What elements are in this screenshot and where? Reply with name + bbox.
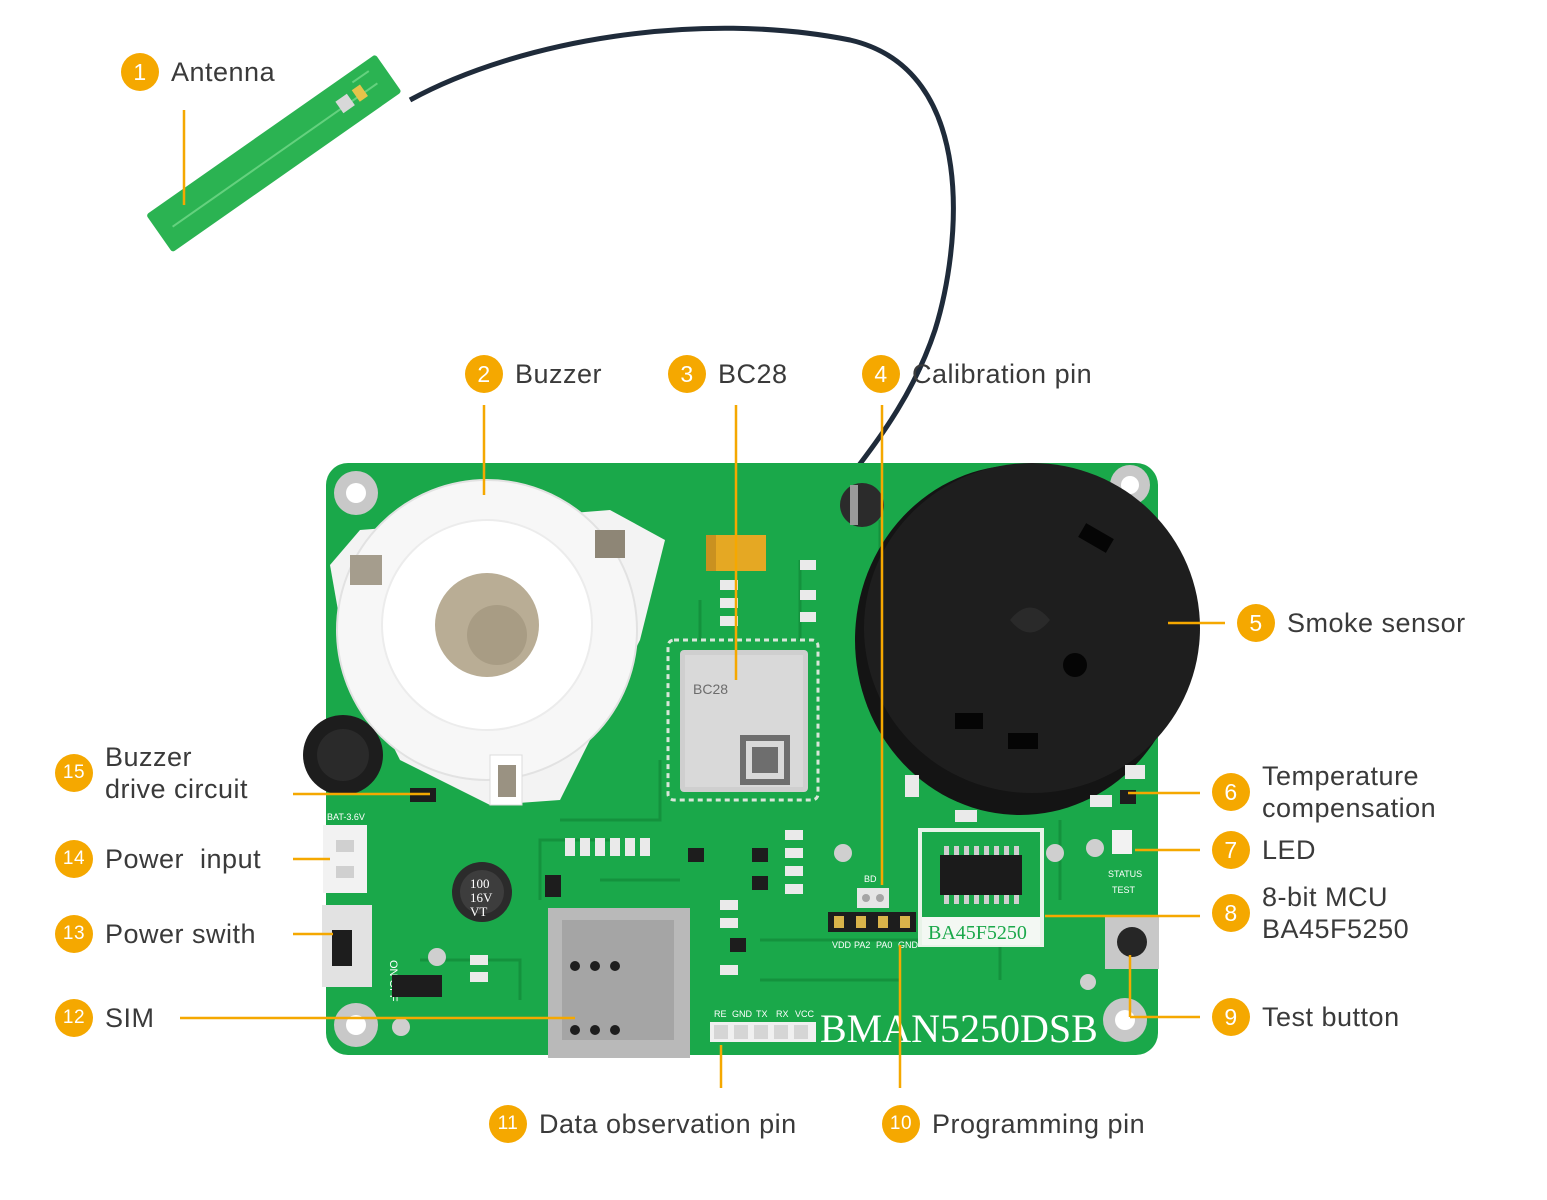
- mcu-area: BA45F5250: [918, 828, 1044, 947]
- smd-parts: [470, 560, 1145, 982]
- callout-text-calibration-pin: Calibration pin: [912, 359, 1093, 389]
- callout-programming-pin: 10 Programming pin: [882, 1105, 1145, 1143]
- programming-header: [828, 912, 916, 932]
- callout-number-10: 10: [882, 1105, 920, 1143]
- callout-power-switch: 13 Power swith: [55, 915, 256, 953]
- callout-text-data-observation-pin: Data observation pin: [539, 1109, 797, 1139]
- callout-led: 7 LED: [1212, 831, 1316, 869]
- callout-number-14: 14: [55, 840, 93, 878]
- callout-number-6: 6: [1212, 773, 1250, 811]
- callout-text-drive-line2: drive circuit: [105, 774, 249, 804]
- antenna-strip: [147, 55, 401, 252]
- board-model-silk: BMAN5250DSB: [820, 1006, 1098, 1051]
- callout-power-input: 14 Power input: [55, 840, 261, 878]
- callout-text-buzzer: Buzzer: [515, 359, 603, 389]
- leader-lines: [180, 110, 1225, 1088]
- callout-number-11: 11: [489, 1105, 527, 1143]
- mcu-marking: BA45F5250: [928, 922, 1027, 944]
- data-pin-1: RE: [714, 1009, 727, 1019]
- callout-sim: 12 SIM: [55, 999, 155, 1037]
- prog-pin-4: GND: [898, 940, 919, 950]
- module-marking: BC28: [693, 681, 728, 697]
- callout-text-programming-pin: Programming pin: [932, 1109, 1146, 1139]
- callout-buzzer: 2 Buzzer: [465, 355, 602, 393]
- test-silk: TEST: [1112, 885, 1136, 895]
- test-points: [392, 839, 1104, 1036]
- callout-text-mcu-line2: BA45F5250: [1262, 914, 1410, 944]
- callout-number-15: 15: [55, 754, 93, 792]
- callout-text-power-switch: Power swith: [105, 919, 257, 949]
- callout-number-1: 1: [121, 53, 159, 91]
- top-capacitor: [840, 483, 884, 527]
- pcb-traces: [420, 520, 1062, 1000]
- cap-marking-2: 16V: [470, 890, 493, 905]
- data-pin-2: GND: [732, 1009, 753, 1019]
- callout-bc28: 3 BC28: [668, 355, 788, 393]
- cap-marking-3: VT: [470, 904, 487, 919]
- callout-number-9: 9: [1212, 998, 1250, 1036]
- callout-number-7: 7: [1212, 831, 1250, 869]
- bc28-module: BC28: [666, 638, 820, 802]
- callout-text-smoke-sensor: Smoke sensor: [1287, 608, 1466, 638]
- callout-number-4: 4: [862, 355, 900, 393]
- test-button: [1105, 915, 1159, 969]
- led: [1112, 830, 1132, 854]
- callout-number-8: 8: [1212, 894, 1250, 932]
- callout-data-observation-pin: 11 Data observation pin: [489, 1105, 797, 1143]
- smoke-sensor: [855, 463, 1200, 815]
- callout-text-test-button: Test button: [1262, 1002, 1400, 1032]
- callout-text-antenna: Antenna: [171, 57, 276, 87]
- cap-marking-1: 100: [470, 876, 490, 891]
- callout-number-5: 5: [1237, 604, 1275, 642]
- callout-text-led: LED: [1262, 835, 1317, 865]
- power-switch: [322, 905, 372, 987]
- data-pin-4: RX: [776, 1009, 789, 1019]
- data-pin-3: TX: [756, 1009, 768, 1019]
- callout-text-power-input: Power input: [105, 844, 262, 874]
- callout-smoke-sensor: 5 Smoke sensor: [1237, 604, 1466, 642]
- callout-number-3: 3: [668, 355, 706, 393]
- callout-text-drive-line1: Buzzer: [105, 742, 193, 772]
- prog-pin-2: PA2: [854, 940, 870, 950]
- calibration-pins: [857, 888, 889, 908]
- data-pin-5: VCC: [795, 1009, 815, 1019]
- power-connector: [323, 825, 367, 893]
- callout-text-bc28: BC28: [718, 359, 788, 389]
- antenna-cable: [408, 25, 956, 522]
- callout-number-12: 12: [55, 999, 93, 1037]
- callout-text-sim: SIM: [105, 1003, 155, 1033]
- prog-pin-3: PA0: [876, 940, 892, 950]
- callout-calibration-pin: 4 Calibration pin: [862, 355, 1092, 393]
- sim-holder: [548, 908, 690, 1058]
- callout-text-temp-line2: compensation: [1262, 793, 1437, 823]
- smd-dark-parts: [392, 788, 1136, 997]
- buzzer: [330, 479, 665, 806]
- callout-text-temp-line1: Temperature: [1262, 761, 1420, 791]
- data-pins: [710, 1022, 816, 1042]
- callout-test-button: 9 Test button: [1212, 998, 1400, 1036]
- callout-number-13: 13: [55, 915, 93, 953]
- callout-antenna: 1 Antenna: [121, 53, 275, 91]
- callout-text-mcu-line1: 8-bit MCU: [1262, 882, 1389, 912]
- prog-pin-1: VDD: [832, 940, 852, 950]
- battery-silk: BAT-3.6V: [327, 812, 365, 822]
- calib-silk: BD: [864, 874, 877, 884]
- status-silk: STATUS: [1108, 869, 1142, 879]
- callout-number-2: 2: [465, 355, 503, 393]
